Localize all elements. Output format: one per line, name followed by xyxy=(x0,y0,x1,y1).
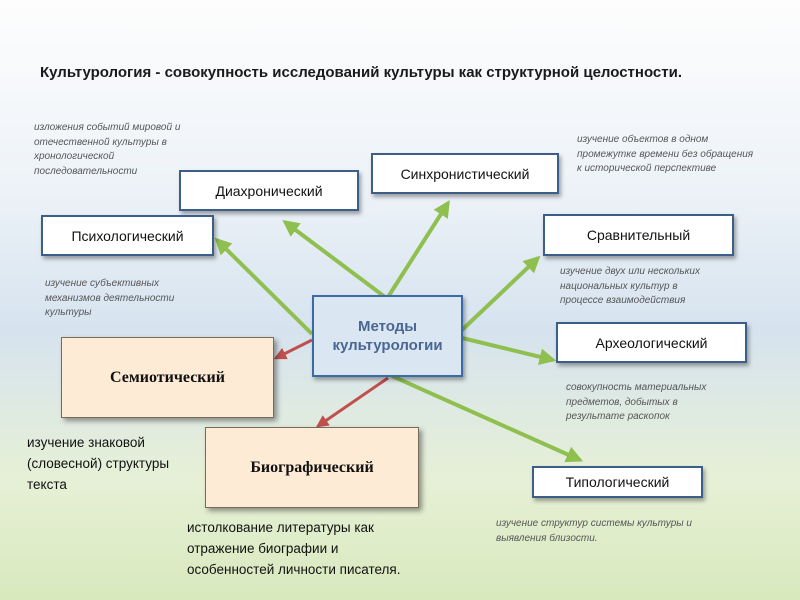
note-semiotic: изучение знаковой (словесной) структуры … xyxy=(27,435,170,492)
method-archaeological: Археологический xyxy=(556,322,747,363)
method-synchronistic: Синхронистический xyxy=(371,153,559,194)
method-semiotic: Семиотический xyxy=(61,337,274,418)
center-line-1: Методы xyxy=(357,318,418,335)
method-psychological-label: Психологический xyxy=(71,227,184,244)
note-typological: изучение структур системы культуры и выя… xyxy=(496,518,692,544)
note-diachronic: изложения событий мировой и отечественно… xyxy=(34,122,181,177)
method-archaeological-label: Археологический xyxy=(595,334,708,351)
method-psychological: Психологический xyxy=(41,215,214,256)
method-semiotic-label: Семиотический xyxy=(110,368,225,386)
page-title: Культурология - совокупность исследовани… xyxy=(40,64,682,81)
note-biographical: истолкование литературы как отражение би… xyxy=(187,520,401,577)
note-comparative: изучение двух или нескольких национальны… xyxy=(560,266,700,306)
method-typological: Типологический xyxy=(532,466,703,498)
arrow-to-psychological xyxy=(214,237,314,336)
method-biographical: Биографический xyxy=(205,427,419,508)
method-synchronistic-label: Синхронистический xyxy=(400,165,530,182)
method-diachronic-label: Диахронический xyxy=(215,182,323,199)
method-diachronic: Диахронический xyxy=(179,170,359,211)
note-psychological: изучение субъективных механизмов деятель… xyxy=(45,278,175,318)
method-comparative: Сравнительный xyxy=(543,214,734,256)
method-typological-label: Типологический xyxy=(565,474,670,490)
note-synchronistic: изучение объектов в одном промежутке вре… xyxy=(577,134,754,174)
center-line-2: культурологии xyxy=(332,337,443,354)
arrow-to-diachronic xyxy=(282,219,387,299)
arrow-to-archaeological xyxy=(461,336,557,366)
note-archaeological: совокупность материальных предметов, доб… xyxy=(566,382,707,422)
method-comparative-label: Сравнительный xyxy=(586,227,691,243)
arrow-to-comparative xyxy=(460,255,541,332)
arrow-to-semiotic xyxy=(273,338,313,360)
arrow-to-typological xyxy=(391,374,584,463)
arrow-to-biographical xyxy=(315,376,389,428)
method-biographical-label: Биографический xyxy=(250,458,374,476)
center-methods-box: Методы культурологии xyxy=(312,295,463,377)
arrow-to-synchronistic xyxy=(386,200,450,299)
